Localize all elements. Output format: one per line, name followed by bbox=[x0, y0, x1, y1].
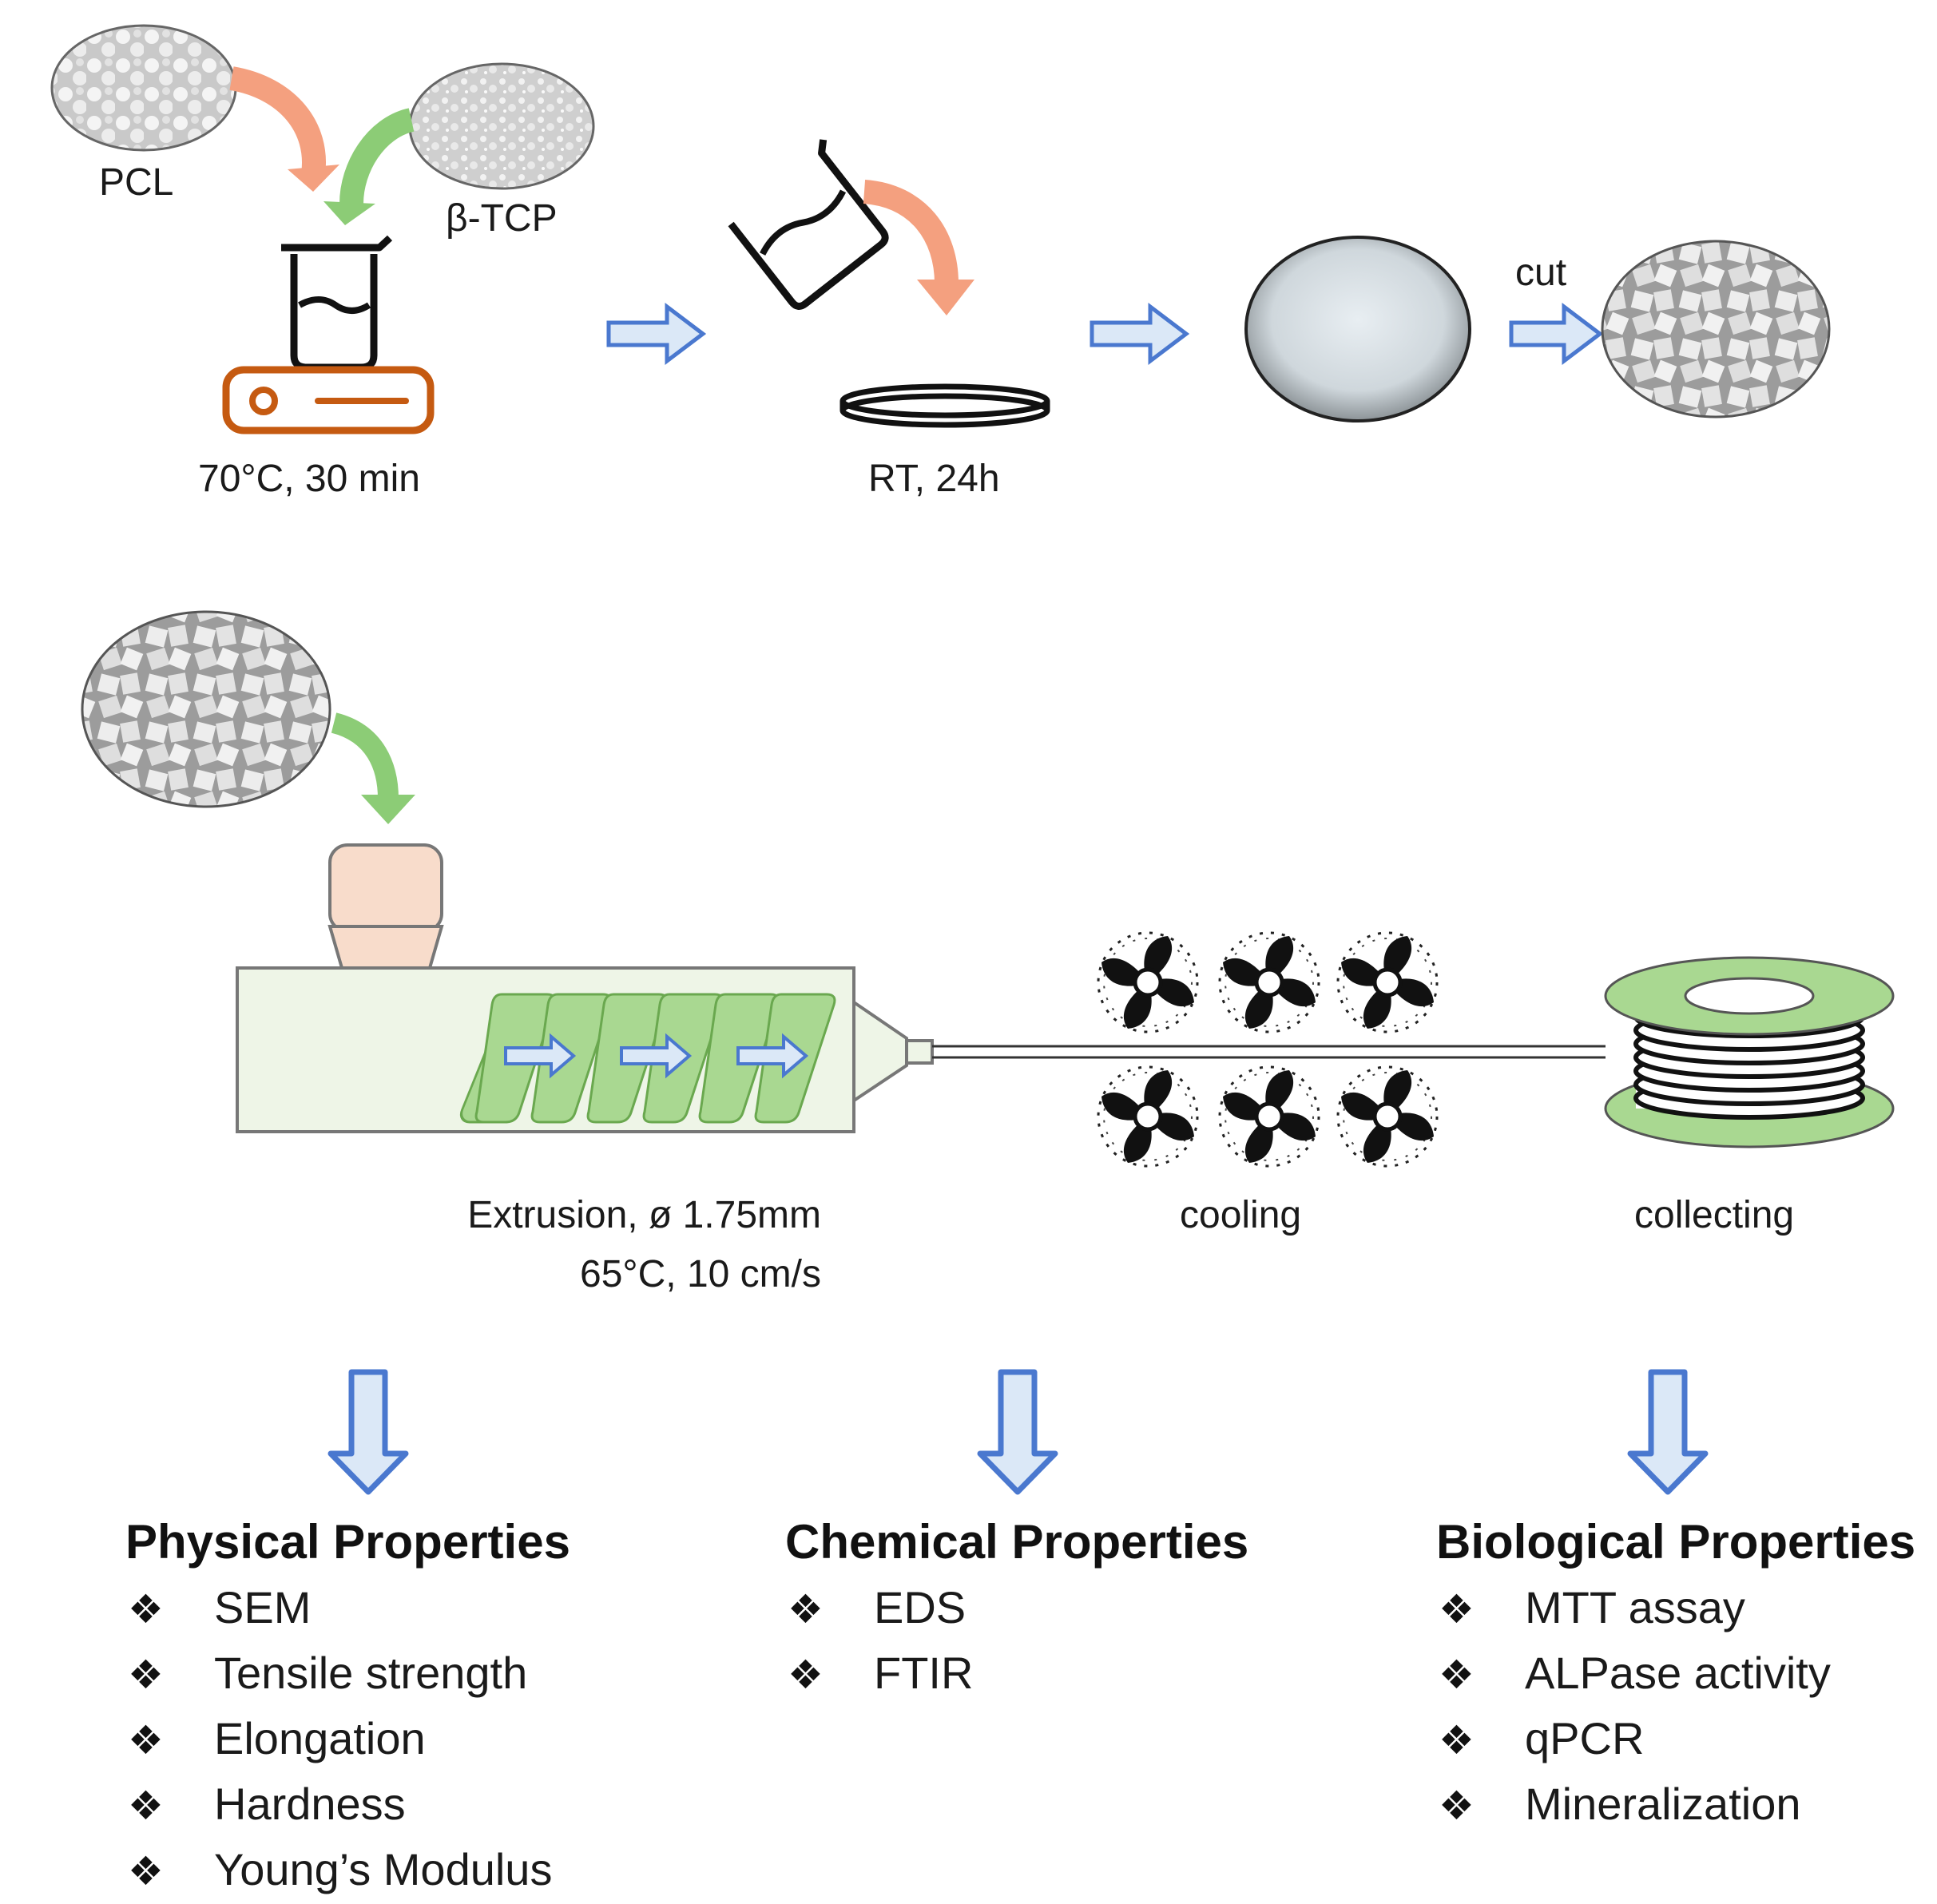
extrusion-condition-label: 65°C, 10 cm/s bbox=[580, 1253, 821, 1295]
property-item-label: Elongation bbox=[214, 1713, 426, 1763]
diamond-bullet-icon: ❖ bbox=[1439, 1587, 1475, 1632]
chemical-properties-list: ❖ EDS ❖ FTIR bbox=[788, 1575, 973, 1706]
btcp-powder-photo bbox=[408, 62, 595, 190]
down-arrow-icon bbox=[1627, 1369, 1709, 1495]
property-item-label: Young’s Modulus bbox=[214, 1844, 553, 1894]
cooling-fan-icon bbox=[1213, 1061, 1325, 1172]
cooling-label: cooling bbox=[1180, 1194, 1302, 1236]
diamond-bullet-icon: ❖ bbox=[1439, 1783, 1475, 1828]
petri-dish-icon bbox=[839, 383, 1050, 428]
beaker-icon bbox=[281, 235, 393, 371]
diamond-bullet-icon: ❖ bbox=[128, 1849, 164, 1894]
property-item-label: MTT assay bbox=[1525, 1582, 1745, 1632]
property-list-item: ❖ Hardness bbox=[128, 1771, 552, 1837]
diamond-bullet-icon: ❖ bbox=[1439, 1652, 1475, 1697]
biological-properties-title: Biological Properties bbox=[1436, 1515, 1916, 1569]
property-item-label: qPCR bbox=[1525, 1713, 1645, 1763]
feed-pieces-photo bbox=[81, 610, 331, 808]
pouring-beaker-icon bbox=[728, 139, 889, 310]
down-arrow-icon bbox=[977, 1369, 1058, 1495]
diamond-bullet-icon: ❖ bbox=[1439, 1718, 1475, 1763]
property-item-label: EDS bbox=[874, 1582, 967, 1632]
hotplate-icon bbox=[222, 366, 435, 434]
pcl-label: PCL bbox=[99, 161, 174, 204]
cast-sheet-photo bbox=[1244, 236, 1471, 422]
cooling-fan-icon bbox=[1213, 926, 1325, 1038]
orange-curved-arrow-icon bbox=[863, 180, 959, 284]
property-item-label: SEM bbox=[214, 1582, 312, 1632]
flow-arrow-icon bbox=[504, 1033, 577, 1079]
property-list-item: ❖ EDS bbox=[788, 1575, 973, 1640]
property-list-item: ❖ Tensile strength bbox=[128, 1640, 552, 1706]
property-list-item: ❖ MTT assay bbox=[1439, 1575, 1831, 1640]
property-item-label: FTIR bbox=[874, 1648, 974, 1698]
biological-properties-list: ❖ MTT assay ❖ ALPase activity ❖ qPCR ❖ Minerali… bbox=[1439, 1575, 1831, 1837]
spool-icon bbox=[1604, 956, 1895, 1148]
btcp-label: β-TCP bbox=[446, 197, 558, 240]
extrusion-label: Extrusion, ø 1.75mm bbox=[467, 1194, 821, 1236]
collecting-label: collecting bbox=[1634, 1194, 1795, 1236]
property-list-item: ❖ Young’s Modulus bbox=[128, 1837, 552, 1902]
physical-properties-title: Physical Properties bbox=[125, 1515, 570, 1569]
diamond-bullet-icon: ❖ bbox=[128, 1652, 164, 1697]
property-item-label: Mineralization bbox=[1525, 1779, 1801, 1829]
diamond-bullet-icon: ❖ bbox=[128, 1587, 164, 1632]
property-item-label: ALPase activity bbox=[1525, 1648, 1831, 1698]
right-arrow-icon bbox=[1090, 302, 1190, 366]
cooling-fan-icon bbox=[1332, 1061, 1443, 1172]
flow-arrow-icon bbox=[736, 1033, 809, 1079]
right-arrow-icon bbox=[1509, 302, 1604, 366]
cooling-fan-icon bbox=[1092, 926, 1204, 1038]
property-list-item: ❖ FTIR bbox=[788, 1640, 973, 1706]
property-list-item: ❖ SEM bbox=[128, 1575, 552, 1640]
casting-condition-label: RT, 24h bbox=[868, 458, 1000, 500]
property-item-label: Tensile strength bbox=[214, 1648, 528, 1698]
property-list-item: ❖ qPCR bbox=[1439, 1706, 1831, 1771]
flow-arrow-icon bbox=[620, 1033, 693, 1079]
filament-line bbox=[932, 1045, 1606, 1059]
green-curved-arrow-icon bbox=[331, 712, 399, 799]
diamond-bullet-icon: ❖ bbox=[788, 1652, 824, 1697]
cut-pieces-photo bbox=[1601, 240, 1831, 418]
diamond-bullet-icon: ❖ bbox=[128, 1783, 164, 1828]
right-arrow-icon bbox=[606, 302, 707, 366]
green-curved-arrow-icon bbox=[339, 108, 415, 204]
pcl-pellets-photo bbox=[50, 24, 237, 152]
physical-properties-list: ❖ SEM ❖ Tensile strength ❖ Elongation ❖ Hardnes… bbox=[128, 1575, 552, 1902]
cooling-fan-icon bbox=[1332, 926, 1443, 1038]
cooling-fan-icon bbox=[1092, 1061, 1204, 1172]
cut-label: cut bbox=[1515, 252, 1567, 294]
diamond-bullet-icon: ❖ bbox=[788, 1587, 824, 1632]
property-list-item: ❖ Mineralization bbox=[1439, 1771, 1831, 1837]
property-list-item: ❖ ALPase activity bbox=[1439, 1640, 1831, 1706]
heating-condition-label: 70°C, 30 min bbox=[198, 458, 420, 500]
down-arrow-icon bbox=[327, 1369, 409, 1495]
diamond-bullet-icon: ❖ bbox=[128, 1718, 164, 1763]
orange-curved-arrow-icon bbox=[229, 66, 326, 177]
property-list-item: ❖ Elongation bbox=[128, 1706, 552, 1771]
chemical-properties-title: Chemical Properties bbox=[785, 1515, 1249, 1569]
property-item-label: Hardness bbox=[214, 1779, 406, 1829]
hopper-icon bbox=[327, 843, 444, 970]
